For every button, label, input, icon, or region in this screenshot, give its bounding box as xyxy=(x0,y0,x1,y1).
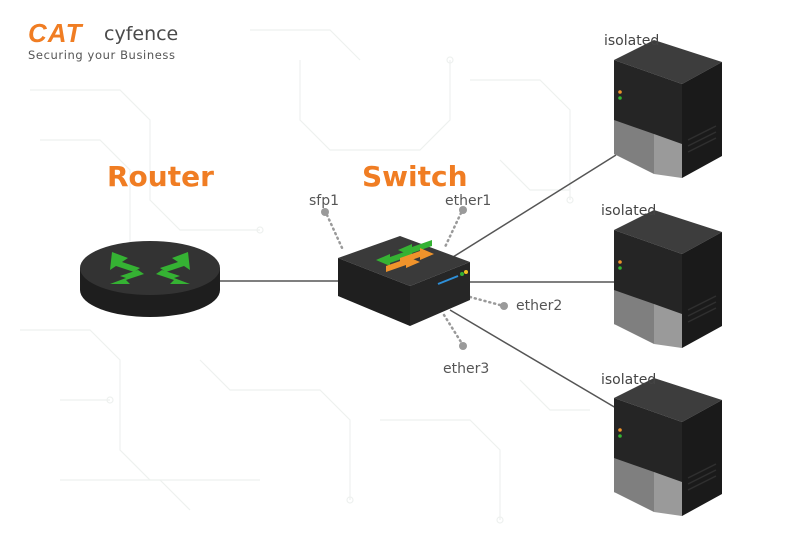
server-icon-2 xyxy=(614,210,722,348)
router-title: Router xyxy=(107,160,214,193)
logo-mark: CAT xyxy=(28,18,83,48)
circuit-background xyxy=(20,29,590,524)
switch-icon xyxy=(338,236,470,326)
logo-brand-name: cyfence xyxy=(104,23,179,45)
link-switch-server-3 xyxy=(449,309,617,409)
link-switch-server-1 xyxy=(444,154,617,263)
port-label-sfp1: sfp1 xyxy=(309,193,340,209)
port-label-ether1: ether1 xyxy=(445,193,492,209)
port-label-ether3: ether3 xyxy=(443,361,490,377)
links xyxy=(215,154,617,409)
switch-title: Switch xyxy=(362,160,468,193)
server-icon-3 xyxy=(614,378,722,516)
server-label-1: isolated xyxy=(604,33,660,49)
server-label-3: isolated xyxy=(601,372,657,388)
port-label-ether2: ether2 xyxy=(516,298,563,314)
port-dots xyxy=(321,206,508,350)
router-icon xyxy=(80,241,220,317)
server-icon-1 xyxy=(614,40,722,178)
logo-tagline: Securing your Business xyxy=(28,48,176,62)
port-leaders xyxy=(325,211,502,344)
server-label-2: isolated xyxy=(601,203,657,219)
